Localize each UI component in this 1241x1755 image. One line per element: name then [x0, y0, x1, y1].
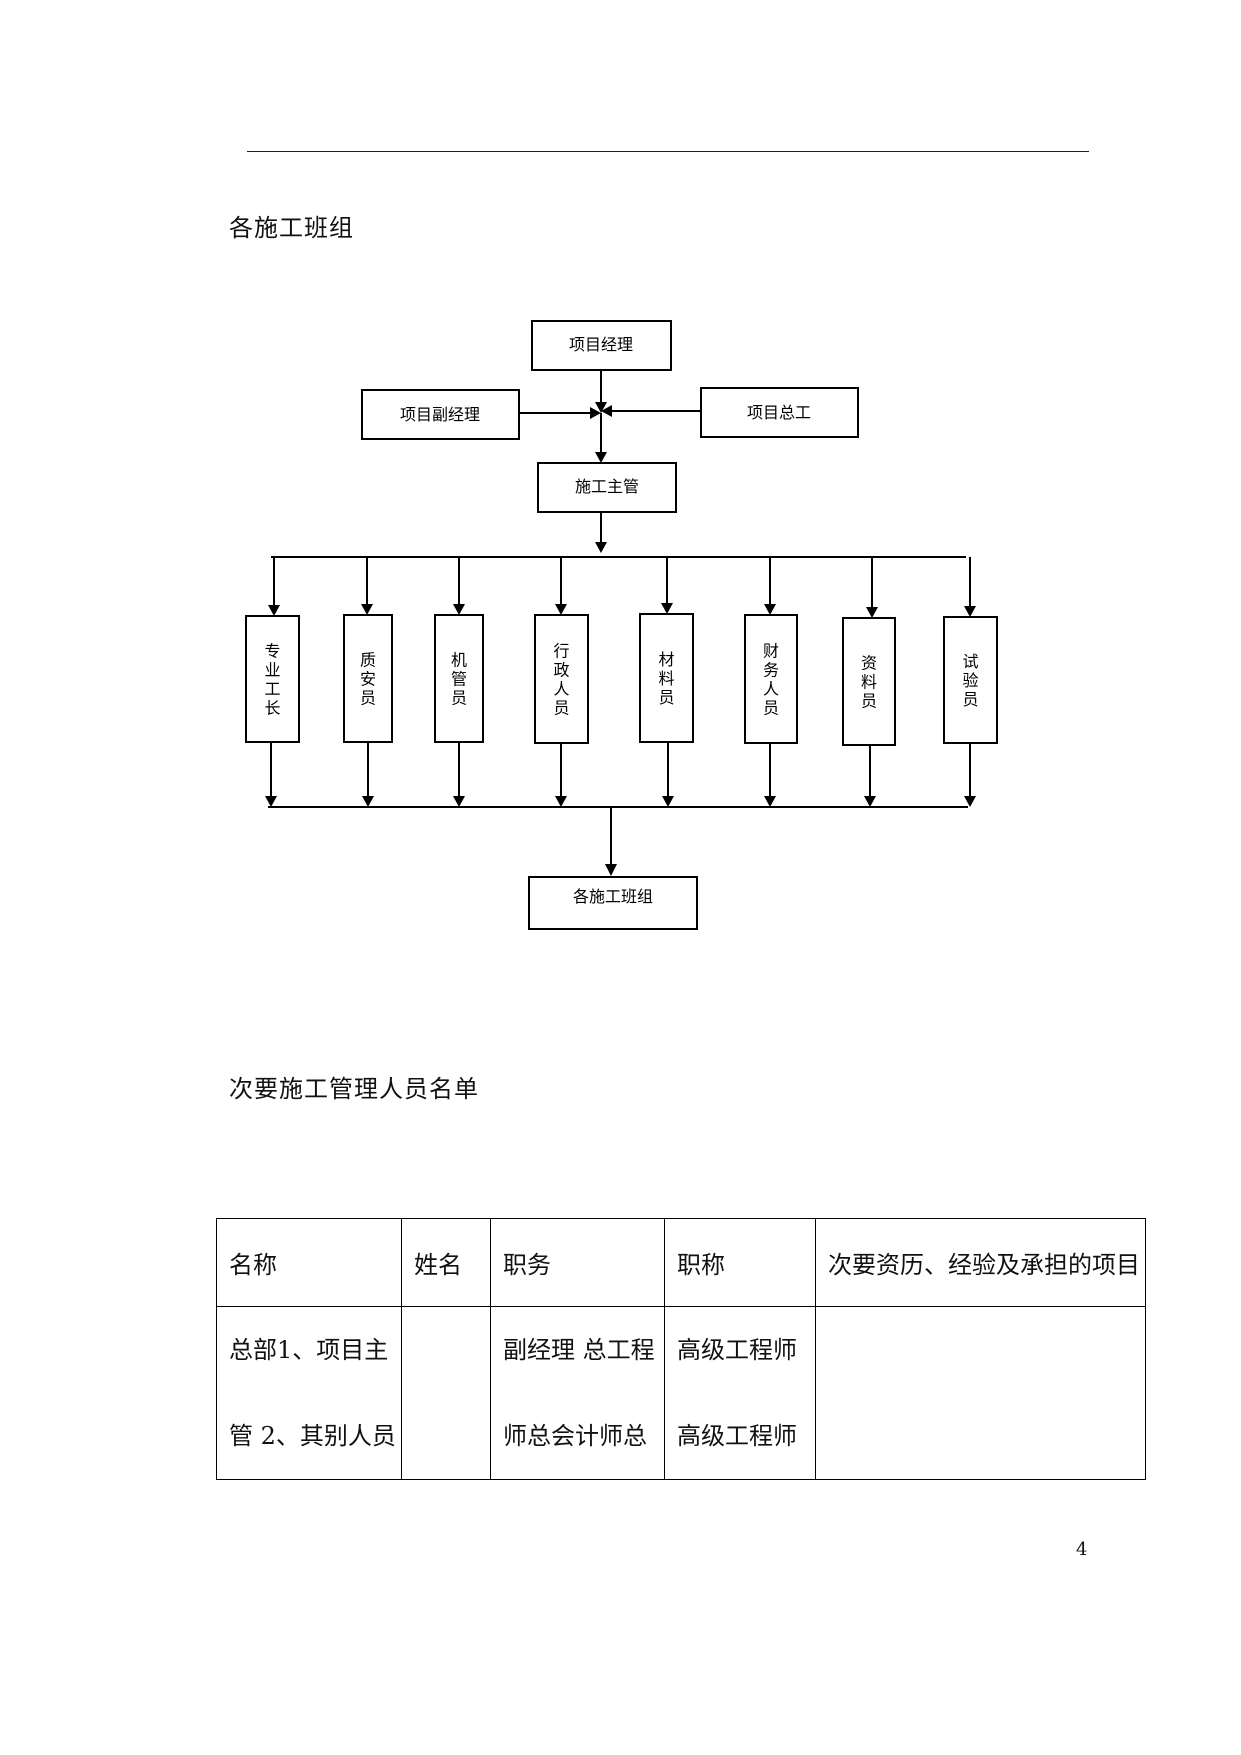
branch-label: 质安员: [360, 651, 376, 708]
org-box-project-manager: [531, 320, 672, 371]
cell-position-line-2: 师总会计师总: [503, 1422, 647, 1450]
section-heading-staff-list: 次要施工管理人员名单: [229, 1075, 479, 1103]
org-label-chief-engineer: 项目总工: [747, 403, 811, 422]
org-label-project-manager: 项目经理: [569, 335, 633, 354]
branch-arrow-in: [866, 607, 878, 618]
arrow-right-in: [601, 405, 612, 417]
branch-arrow-out: [964, 796, 976, 807]
branch-box: [343, 614, 393, 743]
cell-name-line-1: 总部1、项目主: [229, 1336, 389, 1364]
branch-arrow-out: [764, 796, 776, 807]
header-rule: [247, 151, 1089, 152]
cell-title-line-1: 高级工程师: [677, 1336, 797, 1364]
branch-label: 材料员: [658, 650, 674, 707]
branch-box: [245, 615, 300, 743]
branch-arrow-out: [864, 796, 876, 807]
org-chart: 项目经理 项目副经理 项目总工 施工主管 专业工长 质安员 机管员 行政人员 材料员 财务…: [245, 320, 998, 930]
header-cell-name: 名称: [216, 1218, 402, 1307]
branch-arrow-out: [265, 796, 277, 807]
branch-arrow-in: [764, 604, 776, 615]
branch-box: [639, 613, 694, 743]
table-row: 总部1、项目主 管 2、其别人员 副经理 总工程 师总会计师总 高级工程师 高级…: [216, 1306, 1146, 1480]
arrow-supervisor-down: [595, 542, 607, 553]
org-box-deputy-manager: [361, 389, 520, 440]
branch-label: 财务人员: [763, 642, 779, 718]
branch-arrow-in: [361, 604, 373, 615]
org-box-chief-engineer: [700, 387, 859, 438]
branch-label: 行政人员: [553, 642, 569, 718]
cell-experience: [815, 1306, 1146, 1480]
branch-arrow-in: [964, 606, 976, 617]
header-cell-position: 职务: [490, 1218, 665, 1307]
org-box-supervisor: [537, 462, 677, 513]
staff-table: 名称 姓名 职务 职称 次要资历、经验及承担的项目 总部1、项目主 管 2、其别…: [216, 1218, 1146, 1480]
header-cell-experience: 次要资历、经验及承担的项目: [815, 1218, 1146, 1307]
branch-label: 机管员: [451, 651, 467, 708]
cell-position-line-1: 副经理 总工程: [503, 1336, 655, 1364]
header-cell-person: 姓名: [401, 1218, 491, 1307]
branch-arrow-out: [362, 796, 374, 807]
cell-title: 高级工程师 高级工程师: [664, 1306, 816, 1480]
cell-name-line-2: 管 2、其别人员: [229, 1422, 396, 1450]
branch-label: 专业工长: [264, 642, 280, 718]
branch-arrow-in: [453, 604, 465, 615]
cell-position: 副经理 总工程 师总会计师总: [490, 1306, 665, 1480]
cell-name: 总部1、项目主 管 2、其别人员: [216, 1306, 402, 1480]
section-heading-teams: 各施工班组: [229, 214, 354, 242]
branch-arrow-in: [555, 604, 567, 615]
arrow-to-supervisor: [595, 452, 607, 463]
page-number: 4: [1076, 1539, 1088, 1560]
branch-arrow-out: [453, 796, 465, 807]
branch-arrow-in: [268, 605, 280, 616]
org-label-supervisor: 施工主管: [575, 477, 639, 496]
branch-box: [434, 614, 484, 743]
branch-label: 资料员: [861, 654, 877, 711]
branch-box: [744, 614, 798, 744]
arrow-left-in: [590, 407, 601, 419]
cell-person: [401, 1306, 491, 1480]
arrow-bottom-down: [605, 864, 617, 876]
org-label-deputy-manager: 项目副经理: [400, 405, 480, 424]
branch-group: 专业工长 质安员 机管员 行政人员 材料员 财务人员 资料员 试验员: [245, 557, 998, 807]
header-cell-title: 职称: [664, 1218, 816, 1307]
cell-title-line-2: 高级工程师: [677, 1422, 797, 1450]
arrow-top-down: [595, 402, 607, 413]
org-label-work-teams: 各施工班组: [573, 887, 653, 906]
branch-label: 试验员: [962, 652, 978, 709]
branch-box: [842, 617, 896, 746]
branch-arrow-in: [661, 603, 673, 614]
branch-box: [534, 614, 589, 744]
org-box-work-teams: [528, 876, 698, 930]
branch-box: [943, 616, 998, 744]
table-header-row: 名称 姓名 职务 职称 次要资历、经验及承担的项目: [216, 1218, 1146, 1307]
branch-arrow-out: [555, 796, 567, 807]
branch-arrow-out: [662, 796, 674, 807]
